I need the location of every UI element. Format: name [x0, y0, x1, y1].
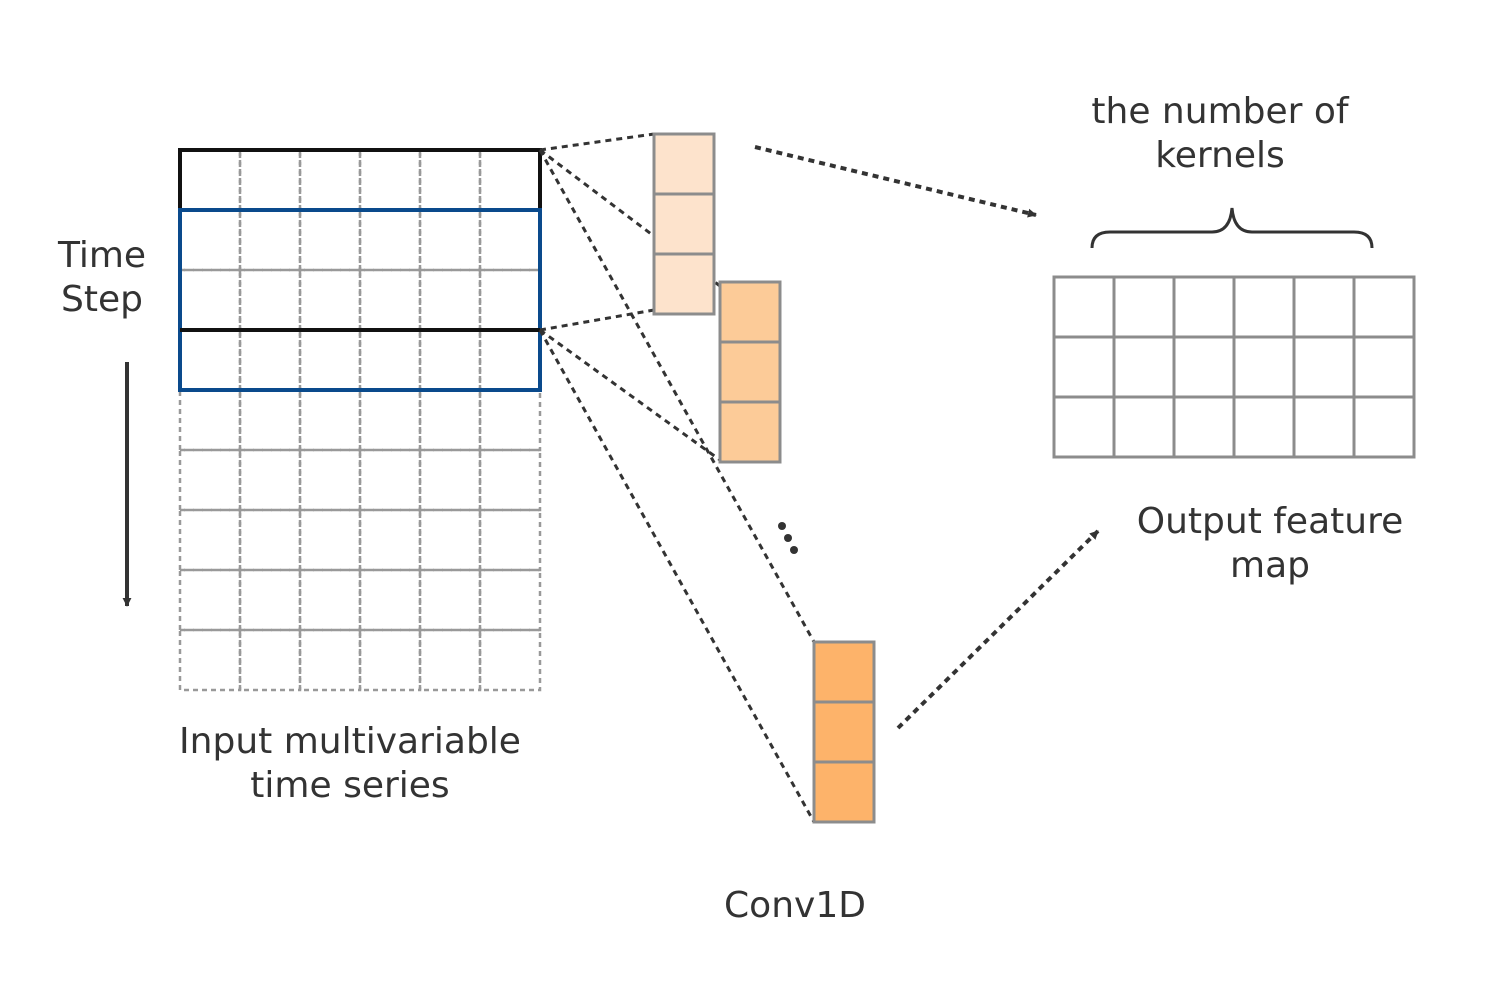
- input-grid-cell: [238, 388, 302, 452]
- input-grid-cell: [418, 568, 482, 632]
- connector-window2-kernel2: [539, 328, 721, 462]
- output-grid-cell: [1112, 395, 1176, 459]
- input-grid-cell: [418, 388, 482, 452]
- input-grid-cell: [478, 628, 542, 692]
- output-grid-cell: [1292, 395, 1356, 459]
- output-grid-cell: [1172, 335, 1236, 399]
- connector-window1-kernel3: [538, 149, 816, 643]
- input-grid-cell: [358, 328, 422, 392]
- input-grid-cell: [298, 328, 362, 392]
- output-feature-map-grid: [1052, 275, 1416, 459]
- input-grid-cell: [358, 628, 422, 692]
- input-series-label: Input multivariable time series: [179, 721, 521, 806]
- input-grid-cell: [238, 268, 302, 332]
- input-grid-cell: [358, 568, 422, 632]
- input-grid-cell: [358, 268, 422, 332]
- input-grid-cell: [298, 568, 362, 632]
- input-grid-cell: [478, 448, 542, 512]
- input-grid-cell: [418, 268, 482, 332]
- input-grid-cell: [478, 208, 542, 272]
- input-grid-cell: [178, 508, 242, 572]
- input-grid-cell: [178, 568, 242, 632]
- input-grid-cell: [298, 268, 362, 332]
- input-grid-cell: [418, 328, 482, 392]
- kernel-count-label: the number of kernels: [1091, 91, 1349, 176]
- input-grid-cell: [298, 208, 362, 272]
- output-grid-cell: [1232, 395, 1296, 459]
- output-grid-cell: [1292, 335, 1356, 399]
- output-grid-cell: [1052, 275, 1116, 339]
- output-grid-cell: [1232, 335, 1296, 399]
- output-grid-cell: [1172, 275, 1236, 339]
- output-grid-cell: [1172, 395, 1236, 459]
- output-grid-cell: [1292, 275, 1356, 339]
- output-grid-cell: [1232, 275, 1296, 339]
- input-grid-cell: [178, 328, 242, 392]
- input-grid-cell: [298, 448, 362, 512]
- output-feature-map-label: Output feature map: [1136, 501, 1404, 586]
- output-grid-cell: [1112, 335, 1176, 399]
- kernels-brace: [1090, 207, 1374, 249]
- kernel-3: [812, 640, 876, 824]
- input-grid-cell: [478, 268, 542, 332]
- input-grid-cell: [238, 508, 302, 572]
- input-grid-cell: [238, 568, 302, 632]
- input-grid-cell: [178, 628, 242, 692]
- input-grid-cell: [178, 208, 242, 272]
- input-grid-cell: [358, 148, 422, 212]
- input-grid-cell: [358, 508, 422, 572]
- input-grid-cell: [478, 148, 542, 212]
- output-grid-cell: [1352, 335, 1416, 399]
- input-grid-cell: [178, 148, 242, 212]
- kernel-1: [652, 132, 716, 316]
- input-time-series-grid: [178, 148, 542, 692]
- input-grid-cell: [478, 388, 542, 452]
- connector-window2-kernel1-bottom: [539, 308, 655, 332]
- output-grid-cell: [1052, 335, 1116, 399]
- connector-window2-kernel3: [538, 329, 816, 823]
- input-grid-cell: [418, 148, 482, 212]
- window-blue: [178, 208, 542, 392]
- input-grid-cell: [298, 388, 362, 452]
- kernel-2: [718, 280, 782, 464]
- input-grid-cell: [358, 388, 422, 452]
- input-grid-cell: [298, 628, 362, 692]
- input-grid-cell: [418, 448, 482, 512]
- input-grid-cell: [238, 148, 302, 212]
- kernel-ellipsis: [778, 522, 798, 554]
- input-grid-cell: [478, 328, 542, 392]
- conv1d-label: Conv1D: [724, 885, 866, 926]
- input-grid-cell: [238, 208, 302, 272]
- input-grid-cell: [298, 508, 362, 572]
- output-grid-cell: [1352, 275, 1416, 339]
- input-grid-cell: [358, 448, 422, 512]
- arrow-kernel3-to-output: [896, 529, 1100, 730]
- input-grid-cell: [298, 148, 362, 212]
- input-grid-cell: [418, 508, 482, 572]
- input-grid-cell: [418, 628, 482, 692]
- input-grid-cell: [358, 208, 422, 272]
- input-grid-cell: [478, 568, 542, 632]
- input-grid-cell: [178, 268, 242, 332]
- input-grid-cell: [178, 388, 242, 452]
- input-grid-cell: [418, 208, 482, 272]
- input-grid-cell: [178, 448, 242, 512]
- connector-window1-kernel1-top: [539, 132, 655, 152]
- input-grid-cell: [238, 628, 302, 692]
- input-grid-cell: [478, 508, 542, 572]
- output-grid-cell: [1112, 275, 1176, 339]
- output-grid-cell: [1052, 395, 1116, 459]
- output-grid-cell: [1352, 395, 1416, 459]
- input-grid-cell: [238, 448, 302, 512]
- input-grid-cell: [238, 328, 302, 392]
- arrow-kernel1-to-output: [754, 145, 1037, 218]
- time-step-label: Time Step: [57, 235, 147, 320]
